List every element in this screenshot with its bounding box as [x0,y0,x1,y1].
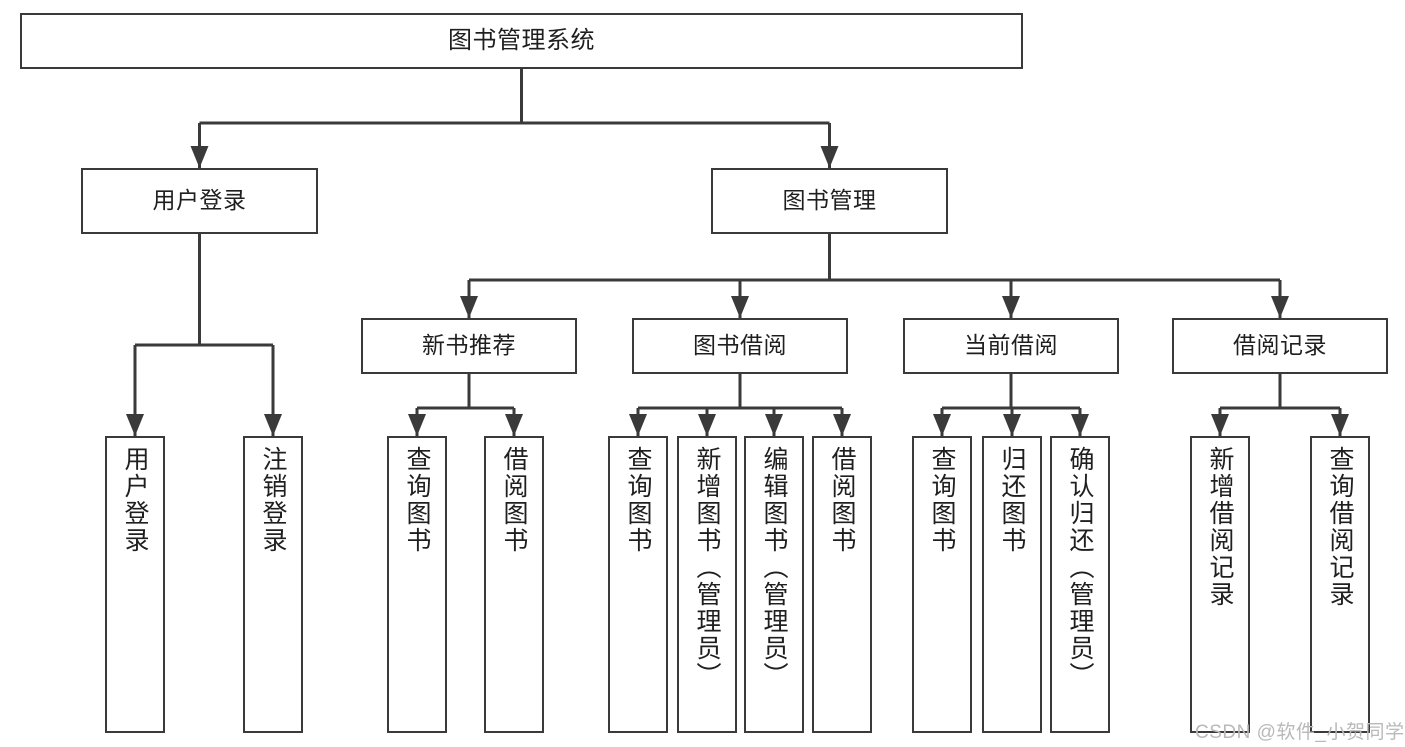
node-label: 借阅图书 [500,446,528,554]
node-label: 图书管理系统 [448,26,595,54]
node-label: 借阅图书 [828,446,856,554]
node-label: 查询图书 [403,446,431,554]
node-l-bb-edit[interactable]: 编辑图书（管理员） [744,436,804,733]
node-root[interactable]: 图书管理系统 [20,13,1023,69]
node-label: 借阅记录 [1233,332,1327,359]
node-label: 注销登录 [259,446,287,554]
node-l-rec-query[interactable]: 查询借阅记录 [1310,436,1370,733]
node-label: 查询借阅记录 [1326,446,1354,608]
node-l-nb-query[interactable]: 查询图书 [387,436,447,733]
node-l-nb-borrow[interactable]: 借阅图书 [484,436,544,733]
node-l-cur-confirm[interactable]: 确认归还（管理员） [1050,436,1110,733]
node-n-current[interactable]: 当前借阅 [903,318,1119,374]
node-l-cur-query[interactable]: 查询图书 [912,436,972,733]
node-l-bb-add[interactable]: 新增图书（管理员） [677,436,737,733]
node-l-bb-query[interactable]: 查询图书 [608,436,668,733]
node-label: 编辑图书（管理员） [760,446,788,689]
node-label: 用户登录 [152,187,247,214]
node-n-user-login[interactable]: 用户登录 [81,168,318,234]
node-n-book-mgmt[interactable]: 图书管理 [711,168,948,234]
watermark: CSDN @软件_小贺同学 [1195,722,1405,743]
node-l-rec-add[interactable]: 新增借阅记录 [1190,436,1250,733]
node-n-records[interactable]: 借阅记录 [1172,318,1388,374]
node-label: 查询图书 [928,446,956,554]
node-label: 新书推荐 [422,332,516,359]
node-label: 确认归还（管理员） [1066,446,1094,689]
node-l-cur-return[interactable]: 归还图书 [982,436,1042,733]
node-n-borrow[interactable]: 图书借阅 [632,318,848,374]
node-n-new-books[interactable]: 新书推荐 [361,318,577,374]
node-label: 用户登录 [121,446,149,554]
node-label: 归还图书 [998,446,1026,554]
node-label: 图书借阅 [693,332,787,359]
node-label: 图书管理 [782,187,877,214]
node-l-user-logout[interactable]: 注销登录 [243,436,303,733]
node-label: 当前借阅 [964,332,1058,359]
node-label: 新增借阅记录 [1206,446,1234,608]
node-l-bb-borrow[interactable]: 借阅图书 [812,436,872,733]
node-l-user-login[interactable]: 用户登录 [105,436,165,733]
node-label: 新增图书（管理员） [693,446,721,689]
node-label: 查询图书 [624,446,652,554]
